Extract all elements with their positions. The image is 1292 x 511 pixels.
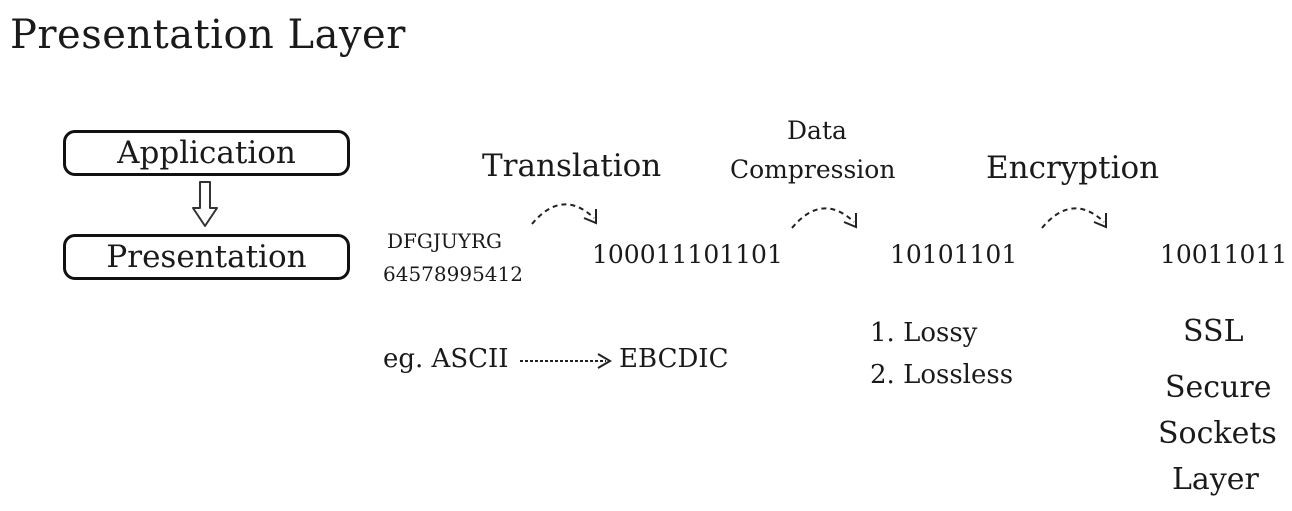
encryption-output-bits: 10011011 <box>1160 240 1288 269</box>
example-ebcdic-label: EBCDIC <box>619 344 729 374</box>
presentation-layer-box: Presentation <box>63 234 350 280</box>
compression-output-bits: 10101101 <box>890 240 1018 269</box>
ssl-expansion-layer: Layer <box>1172 462 1259 497</box>
compression-heading-line2: Compression <box>730 155 896 184</box>
application-layer-label: Application <box>117 135 296 171</box>
page-title: Presentation Layer <box>10 12 406 58</box>
translation-curved-arrow-icon <box>531 203 597 225</box>
down-arrow-icon <box>192 181 218 227</box>
ssl-expansion-sockets: Sockets <box>1158 416 1277 451</box>
compression-type-lossless: 2. Lossless <box>870 360 1014 390</box>
translation-input-text: DFGJUYRG <box>387 229 502 253</box>
application-layer-box: Application <box>63 130 350 176</box>
encryption-heading: Encryption <box>986 150 1160 186</box>
ssl-acronym: SSL <box>1183 314 1244 349</box>
compression-type-lossy: 1. Lossy <box>870 318 978 348</box>
translation-output-bits: 100011101101 <box>592 240 783 269</box>
translation-heading: Translation <box>482 148 662 184</box>
ssl-expansion-secure: Secure <box>1165 370 1272 405</box>
compression-curved-arrow-icon <box>791 207 857 229</box>
ascii-to-ebcdic-arrow-icon <box>520 353 612 369</box>
presentation-layer-label: Presentation <box>106 239 307 275</box>
encryption-curved-arrow-icon <box>1041 207 1107 229</box>
example-ascii-label: eg. ASCII <box>383 344 509 374</box>
compression-heading-line1: Data <box>787 116 847 145</box>
translation-input-digits: 64578995412 <box>383 262 523 286</box>
